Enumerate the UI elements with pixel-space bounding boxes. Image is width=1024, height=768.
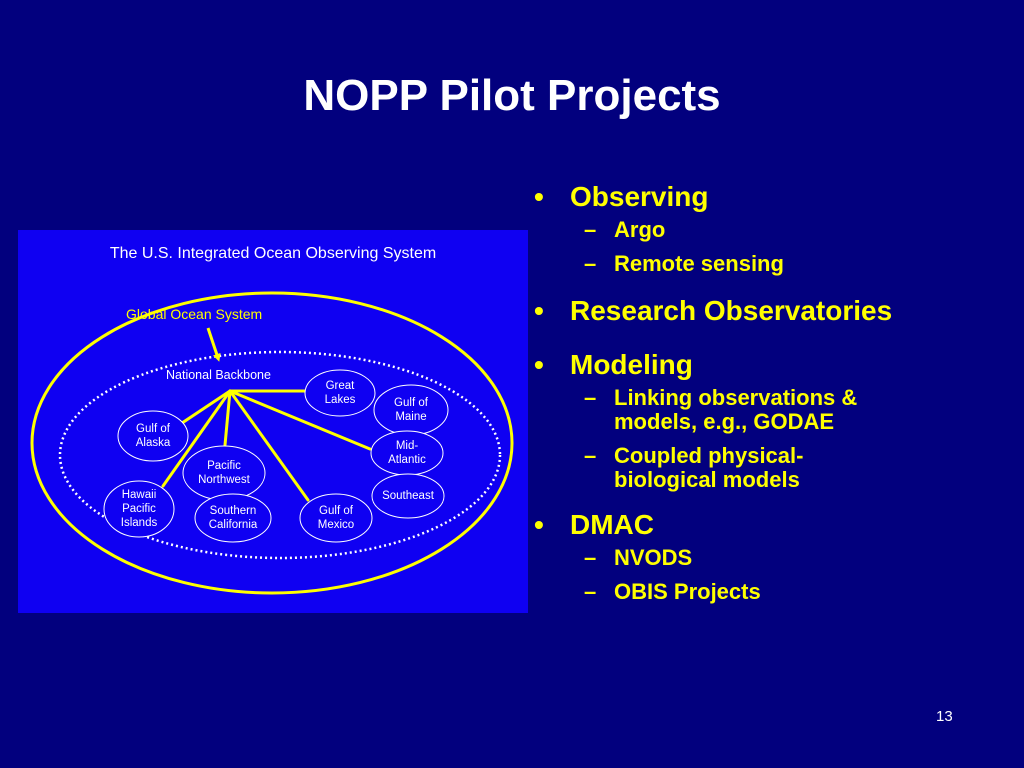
sub-bullet-argo: Argo [528, 218, 998, 243]
node-label-mid-atlantic: Mid- Atlantic [388, 440, 426, 466]
bullet-observing: Observing [528, 180, 998, 214]
ioos-diagram: The U.S. Integrated Ocean Observing Syst… [18, 230, 528, 613]
slide-title: NOPP Pilot Projects [303, 71, 721, 120]
national-backbone-ellipse [58, 350, 502, 560]
bullet-list: Observing Argo Remote sensing Research O… [528, 180, 998, 604]
global-ocean-ellipse [30, 291, 514, 595]
diagram-heading: The U.S. Integrated Ocean Observing Syst… [109, 245, 437, 262]
node-hawaii-pacific-islands [103, 480, 175, 538]
region-nodes [103, 369, 449, 543]
node-label-pacific-northwest: Pacific Northwest [198, 460, 250, 486]
node-gulf-of-alaska [117, 410, 189, 462]
slide-number: 13 [936, 708, 953, 725]
connector-gulf-of-alaska [180, 389, 232, 425]
node-southeast [371, 473, 445, 519]
bullet-modeling: Modeling [528, 348, 998, 382]
node-label-gulf-of-maine: Gulf of Maine [394, 397, 428, 423]
sub-bullet-remote-sensing: Remote sensing [528, 252, 998, 277]
global-ocean-label: Global Ocean System [126, 306, 263, 322]
node-label-gulf-of-alaska: Gulf of Alaska [135, 423, 171, 449]
node-gulf-of-mexico [299, 493, 373, 543]
node-great-lakes [304, 369, 376, 417]
connector-gulf-of-mexico [228, 389, 310, 502]
national-backbone-label: National Backbone [166, 368, 271, 382]
bullet-dmac: DMAC [528, 508, 998, 542]
node-southern-california [194, 493, 272, 543]
global-to-backbone-arrow [206, 327, 221, 362]
node-label-hawaii-pacific-islands: Hawaii Pacific Islands [120, 489, 158, 529]
node-label-great-lakes: Great Lakes [324, 380, 356, 406]
backbone-connectors [161, 389, 372, 502]
connector-pacific-northwest [223, 389, 232, 447]
sub-bullet-obis-projects: OBIS Projects [528, 580, 998, 605]
node-label-southern-california: Southern California [208, 505, 258, 531]
connector-mid-atlantic [228, 389, 372, 451]
sub-bullet-nvods: NVODS [528, 546, 998, 571]
diagram-graphics [30, 291, 514, 595]
sub-bullet-linking-observations: Linking observations & models, e.g., GOD… [528, 386, 914, 434]
node-label-gulf-of-mexico: Gulf of Mexico [317, 505, 355, 531]
node-label-southeast: Southeast [382, 490, 434, 502]
sub-bullet-coupled-models: Coupled physical-biological models [528, 444, 874, 492]
bullet-research-observatories: Research Observatories [528, 294, 998, 328]
connector-hawaii [161, 389, 232, 488]
